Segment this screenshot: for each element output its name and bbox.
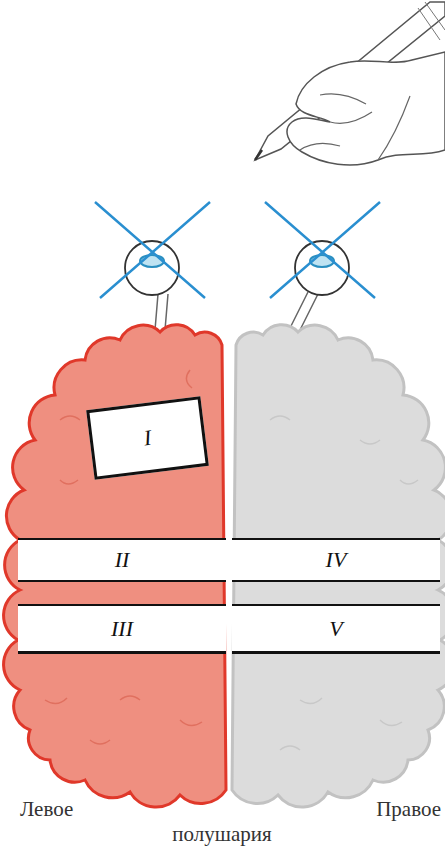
hand-detail: [418, 2, 445, 40]
sight-line: [95, 202, 210, 298]
brain-band: II: [18, 538, 226, 582]
area-numeral: I: [143, 427, 153, 450]
caption-label: Левое: [20, 798, 73, 821]
left-hemisphere: [4, 325, 226, 807]
right-hemisphere: [232, 325, 445, 807]
sight-line: [265, 202, 380, 298]
brain-area-box: I: [86, 396, 209, 479]
brain-band: III: [18, 604, 226, 654]
caption-label: Правое: [376, 798, 441, 821]
brain-texture: [270, 416, 418, 750]
brain-band: IV: [232, 538, 440, 582]
brain-band: V: [232, 604, 440, 654]
hand: [287, 52, 445, 165]
hand-detail: [300, 94, 410, 160]
caption-label: полушария: [172, 823, 271, 846]
area-numeral: V: [329, 618, 342, 640]
area-numeral: IV: [326, 549, 347, 571]
pen-tip: [255, 150, 262, 160]
area-numeral: III: [111, 618, 133, 640]
area-numeral: II: [115, 549, 130, 571]
